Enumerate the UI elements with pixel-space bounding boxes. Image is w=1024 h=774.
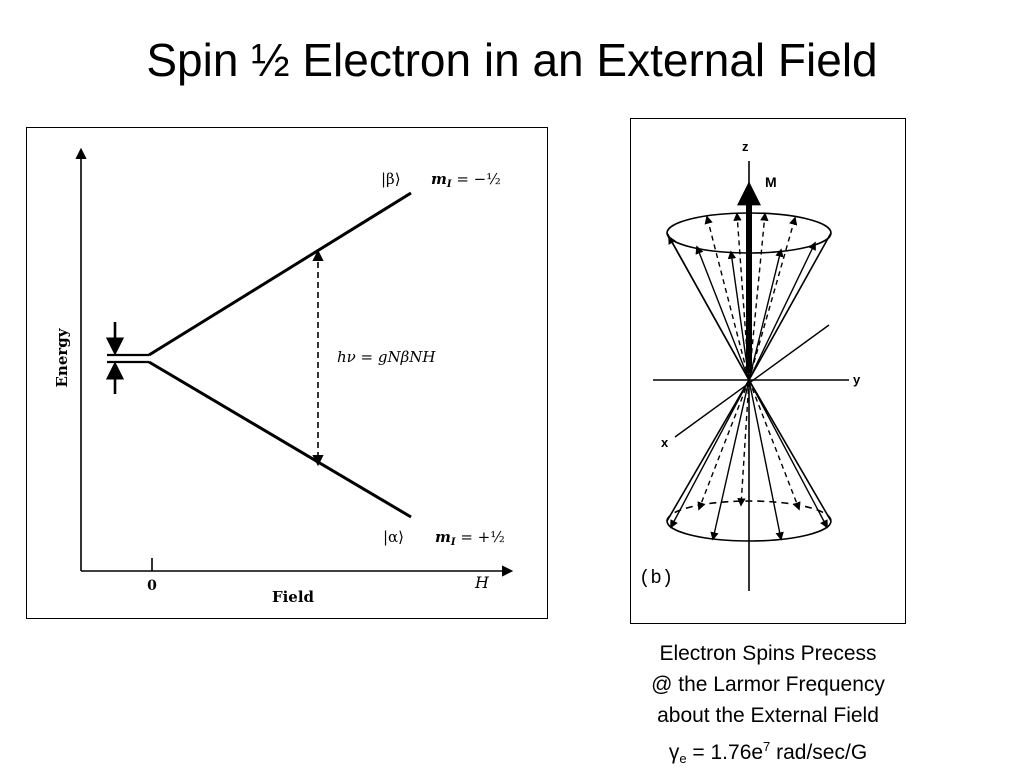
beta-level-line bbox=[148, 191, 412, 357]
upper-cone-edge-right bbox=[748, 232, 832, 381]
caption-line-1: Electron Spins Precess bbox=[659, 642, 877, 665]
magnetization-label: M bbox=[765, 174, 777, 190]
energy-axis-label: Energy bbox=[53, 327, 71, 387]
precession-caption: Electron Spins Precess @ the Larmor Freq… bbox=[600, 638, 936, 774]
slide-title: Spin ½ Electron in an External Field bbox=[146, 34, 878, 86]
caption-line-3: about the External Field bbox=[657, 704, 879, 727]
panel-label: (b) bbox=[639, 567, 673, 589]
alpha-level-line bbox=[148, 360, 412, 519]
z-axis-label: z bbox=[742, 139, 749, 154]
x-axis-label: x bbox=[661, 435, 669, 450]
gamma-subscript: e bbox=[679, 751, 687, 766]
precession-diagram-panel: z M y x (b) bbox=[630, 118, 906, 624]
lower-cone-edge-right bbox=[748, 379, 832, 522]
energy-diagram-panel: Energy Field H 0 |β⟩ mI = −½ |α⟩ mI = +½… bbox=[26, 127, 548, 619]
field-axis-label: Field bbox=[272, 588, 315, 606]
gamma-units: rad/sec/G bbox=[770, 741, 868, 764]
field-symbol-label: H bbox=[474, 573, 490, 592]
lower-cone-rim-back bbox=[666, 500, 832, 522]
upper-spin-vectors-back bbox=[704, 212, 798, 381]
lower-spin-vectors-back bbox=[697, 379, 801, 511]
zero-tick-label: 0 bbox=[147, 578, 157, 594]
gamma-exponent: 7 bbox=[763, 739, 771, 754]
upper-spin-vectors-front bbox=[668, 235, 816, 381]
x-axis-line bbox=[674, 324, 830, 438]
alpha-ket-label: |α⟩ bbox=[383, 528, 404, 546]
precession-diagram: z M y x (b) bbox=[639, 139, 861, 591]
lower-spin-vectors-front bbox=[670, 379, 828, 541]
energy-diagram: Energy Field H 0 |β⟩ mI = −½ |α⟩ mI = +½… bbox=[53, 147, 514, 606]
lower-cone-rim-front bbox=[666, 520, 832, 542]
y-axis-label: y bbox=[853, 372, 861, 387]
gyromagnetic-ratio-line: γe = 1.76e7 rad/sec/G bbox=[600, 731, 936, 774]
beta-mi-label: mI = −½ bbox=[431, 170, 501, 190]
gamma-value: = 1.76e bbox=[686, 741, 764, 764]
alpha-mi-label: mI = +½ bbox=[435, 528, 505, 548]
beta-ket-label: |β⟩ bbox=[381, 170, 401, 188]
transition-energy-label: hν = gNβNH bbox=[337, 348, 436, 366]
gamma-symbol: γ bbox=[668, 741, 680, 764]
caption-line-2: @ the Larmor Frequency bbox=[651, 673, 885, 696]
lower-cone-edge-left bbox=[666, 379, 750, 522]
